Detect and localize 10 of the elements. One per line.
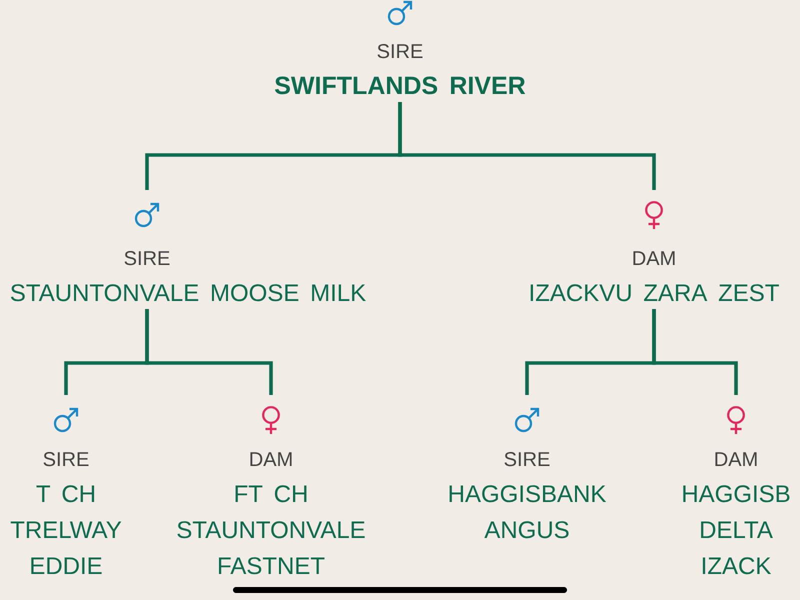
pedigree-entry: SIRE SWIFTLANDS RIVER [274, 44, 526, 94]
connector-line [145, 309, 273, 395]
pedigree-entry: SIRE STAUNTONVALE MOOSE MILK [10, 251, 366, 302]
connector-line [398, 102, 656, 190]
pedigree-entry: SIRE T CH TRELWAY EDDIE [10, 452, 122, 574]
pedigree-entry: DAM IZACKVU ZARA ZEST [530, 251, 779, 302]
pedigree-entry: DAM FT CH STAUNTONVALE FASTNET [177, 452, 365, 574]
connector-line [652, 309, 738, 395]
pedigree-entry: SIRE HAGGISBANK ANGUS [450, 452, 606, 538]
pedigree-entry: DAM HAGGISB DELTA IZACK [683, 452, 790, 574]
